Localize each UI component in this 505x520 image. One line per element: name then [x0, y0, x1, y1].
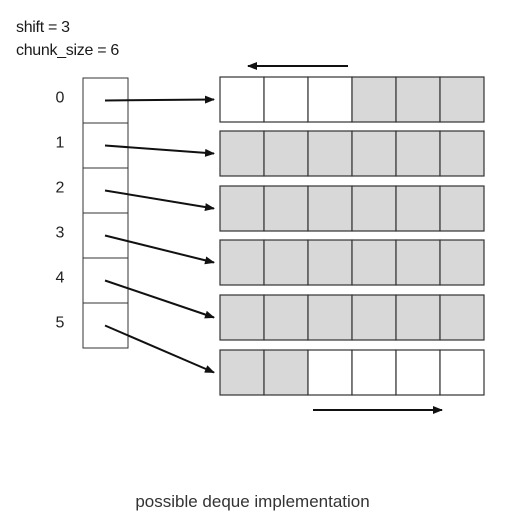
chunk-cell-filled [439, 239, 485, 286]
chunk-array [219, 76, 485, 123]
chunk-array [219, 349, 485, 396]
chunk-array [219, 239, 485, 286]
pointer-arrow [104, 189, 215, 211]
chunk-array [219, 185, 485, 232]
chunk-cell-filled [439, 294, 485, 341]
chunk-cell-filled [439, 130, 485, 177]
chunk-cell-filled [351, 130, 397, 177]
chunk-cell-filled [263, 239, 309, 286]
index-label: 1 [56, 135, 65, 152]
chunk-cell-filled [263, 130, 309, 177]
pointer-arrow [104, 324, 215, 374]
chunk-cell-filled [307, 185, 353, 232]
chunk-cell-filled [307, 130, 353, 177]
chunk-cell-filled [263, 185, 309, 232]
index-label: 3 [56, 225, 65, 242]
pointer-arrow [104, 95, 215, 104]
chunk-cell-filled [351, 76, 397, 123]
chunk-cell-filled [351, 239, 397, 286]
shift-parameter: shift = 3 [16, 19, 70, 36]
chunk-cell-filled [263, 349, 309, 396]
chunk-cell-filled [395, 294, 441, 341]
chunk-arrays [219, 76, 485, 396]
chunk-cell-filled [307, 294, 353, 341]
chunk-cell-filled [219, 185, 265, 232]
chunk-size-parameter: chunk_size = 6 [16, 42, 119, 59]
chunk-array [219, 294, 485, 341]
chunk-cell-filled [439, 185, 485, 232]
chunk-cell-filled [395, 239, 441, 286]
chunk-cell-empty [351, 349, 397, 396]
chunk-cell-filled [395, 76, 441, 123]
figure-caption: possible deque implementation [135, 492, 370, 511]
pointer-arrow [104, 144, 215, 157]
chunk-cell-filled [219, 349, 265, 396]
chunk-cell-filled [351, 185, 397, 232]
chunk-cell-empty [307, 349, 353, 396]
chunk-cell-empty [263, 76, 309, 123]
chunk-cell-filled [439, 76, 485, 123]
chunk-cell-filled [219, 130, 265, 177]
pointer-arrow [104, 279, 215, 319]
chunk-cell-filled [263, 294, 309, 341]
chunk-cell-filled [307, 239, 353, 286]
chunk-cell-empty [439, 349, 485, 396]
direction-arrows [247, 62, 443, 414]
chunk-cell-empty [219, 76, 265, 123]
index-labels: 0 1 2 3 4 5 [56, 90, 65, 332]
chunk-cell-filled [351, 294, 397, 341]
index-label: 4 [56, 270, 65, 287]
chunk-cell-empty [395, 349, 441, 396]
index-label: 5 [56, 315, 65, 332]
pointer-arrows [104, 95, 215, 374]
index-array [82, 77, 129, 349]
chunk-cell-filled [395, 185, 441, 232]
chunk-cell-filled [395, 130, 441, 177]
pointer-arrow [104, 234, 215, 265]
chunk-cell-empty [307, 76, 353, 123]
index-label: 0 [56, 90, 65, 107]
chunk-cell-filled [219, 294, 265, 341]
index-label: 2 [56, 180, 65, 197]
chunk-array [219, 130, 485, 177]
chunk-cell-filled [219, 239, 265, 286]
